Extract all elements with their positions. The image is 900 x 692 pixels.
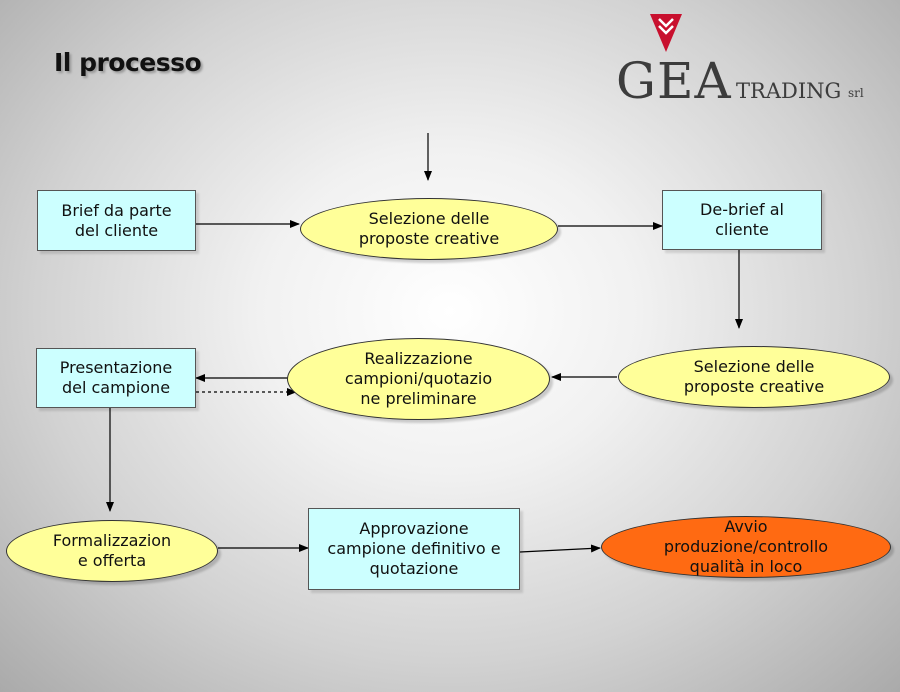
step-avvio-produzione: Avvio produzione/controllo qualità in lo…: [601, 516, 891, 578]
step-brief-cliente-label: Brief da parte del cliente: [61, 200, 172, 240]
step-presentazione-campione: Presentazione del campione: [36, 348, 196, 408]
step-formalizzazione-offerta: Formalizzazion e offerta: [6, 520, 218, 582]
step-selezione-proposte: Selezione delle proposte creative: [300, 198, 558, 260]
step-approvazione-campione: Approvazione campione definitivo e quota…: [308, 508, 520, 590]
step-selezione-proposte-right-label: Selezione delle proposte creative: [683, 357, 825, 396]
slide-title: Il processo: [54, 48, 202, 77]
step-brief-cliente: Brief da parte del cliente: [37, 190, 196, 251]
step-presentazione-campione-label: Presentazione del campione: [59, 358, 173, 397]
arrow-approvazione-to-avvio: [519, 544, 601, 553]
step-formalizzazione-offerta-label: Formalizzazion e offerta: [52, 531, 172, 570]
step-debrief-cliente-label: De-brief al cliente: [700, 200, 784, 239]
gea-emblem-icon: [650, 14, 682, 52]
step-selezione-proposte-label: Selezione delle proposte creative: [358, 209, 500, 248]
logo-srl-text: srl: [848, 86, 864, 100]
step-selezione-proposte-right: Selezione delle proposte creative: [618, 346, 890, 408]
step-approvazione-campione-label: Approvazione campione definitivo e quota…: [327, 519, 501, 578]
step-realizzazione-campioni-label: Realizzazione campioni/quotazio ne preli…: [344, 349, 493, 408]
logo-gea-text: GEA: [616, 52, 732, 110]
step-avvio-produzione-label: Avvio produzione/controllo qualità in lo…: [663, 517, 829, 576]
logo-trading-text: TRADING: [736, 79, 842, 103]
gea-trading-logo: GEA TRADING srl: [612, 12, 882, 112]
step-debrief-cliente: De-brief al cliente: [662, 190, 822, 250]
step-realizzazione-campioni: Realizzazione campioni/quotazio ne preli…: [287, 338, 550, 420]
